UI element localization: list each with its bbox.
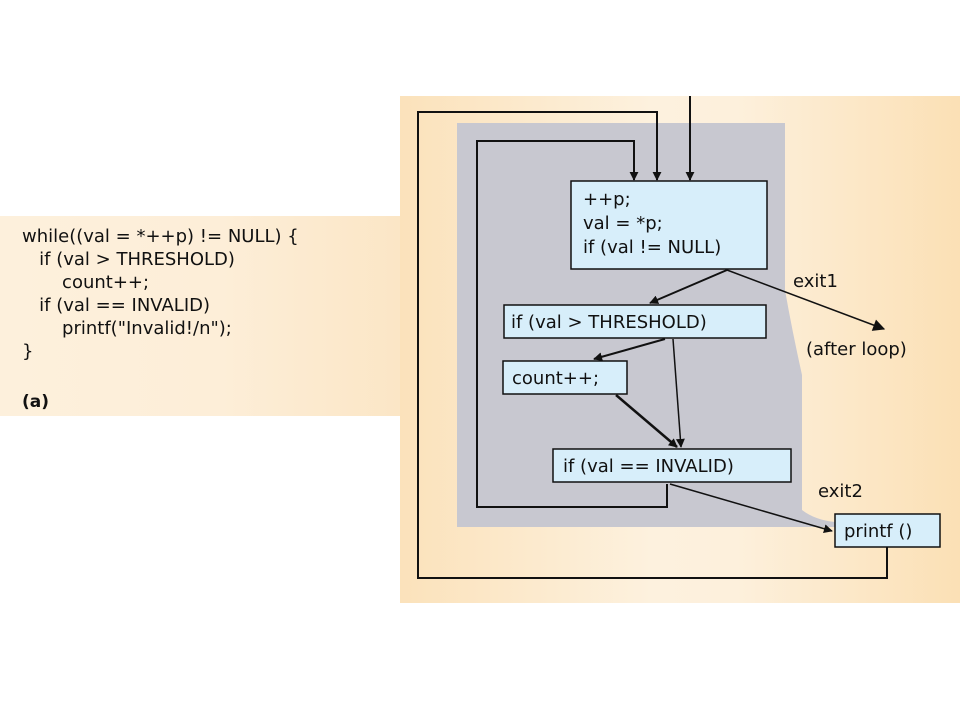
count-node xyxy=(502,360,628,395)
edge-threshold-to-invalid xyxy=(672,338,685,448)
code-line: } xyxy=(22,341,34,362)
after-loop-label: (after loop) xyxy=(806,339,907,360)
threshold-node-label: if (val > THRESHOLD) xyxy=(511,312,707,333)
code-panel: while((val = *++p) != NULL) { if (val > … xyxy=(0,216,400,416)
code-line: while((val = *++p) != NULL) { xyxy=(22,226,299,247)
count-node-label: count++; xyxy=(512,368,599,389)
figure-caption: (a) xyxy=(22,392,50,412)
header-line-1: ++p; xyxy=(583,189,631,210)
printf-node xyxy=(834,513,941,548)
header-line-2: val = *p; xyxy=(583,213,663,234)
invalid-node-label: if (val == INVALID) xyxy=(563,456,734,477)
edge-threshold-to-count xyxy=(593,338,666,362)
code-line: count++; xyxy=(22,272,150,293)
code-line: if (val == INVALID) xyxy=(22,295,211,316)
threshold-node xyxy=(503,304,767,339)
code-line: if (val > THRESHOLD) xyxy=(22,249,235,270)
inner-back-edge xyxy=(476,140,668,508)
header-node xyxy=(570,180,768,270)
code-line: printf("Invalid!/n"); xyxy=(22,318,232,339)
edge-header-to-exit1 xyxy=(726,269,886,331)
header-line-3: if (val != NULL) xyxy=(583,237,721,258)
outer-back-edge xyxy=(417,111,888,579)
exit1-label: exit1 xyxy=(793,271,838,292)
edge-header-to-threshold xyxy=(649,269,728,304)
edge-invalid-to-printf xyxy=(669,483,833,534)
edge-count-to-invalid xyxy=(615,394,678,448)
invalid-node xyxy=(552,448,792,483)
printf-node-label: printf () xyxy=(844,521,912,542)
exit2-label: exit2 xyxy=(818,481,863,502)
